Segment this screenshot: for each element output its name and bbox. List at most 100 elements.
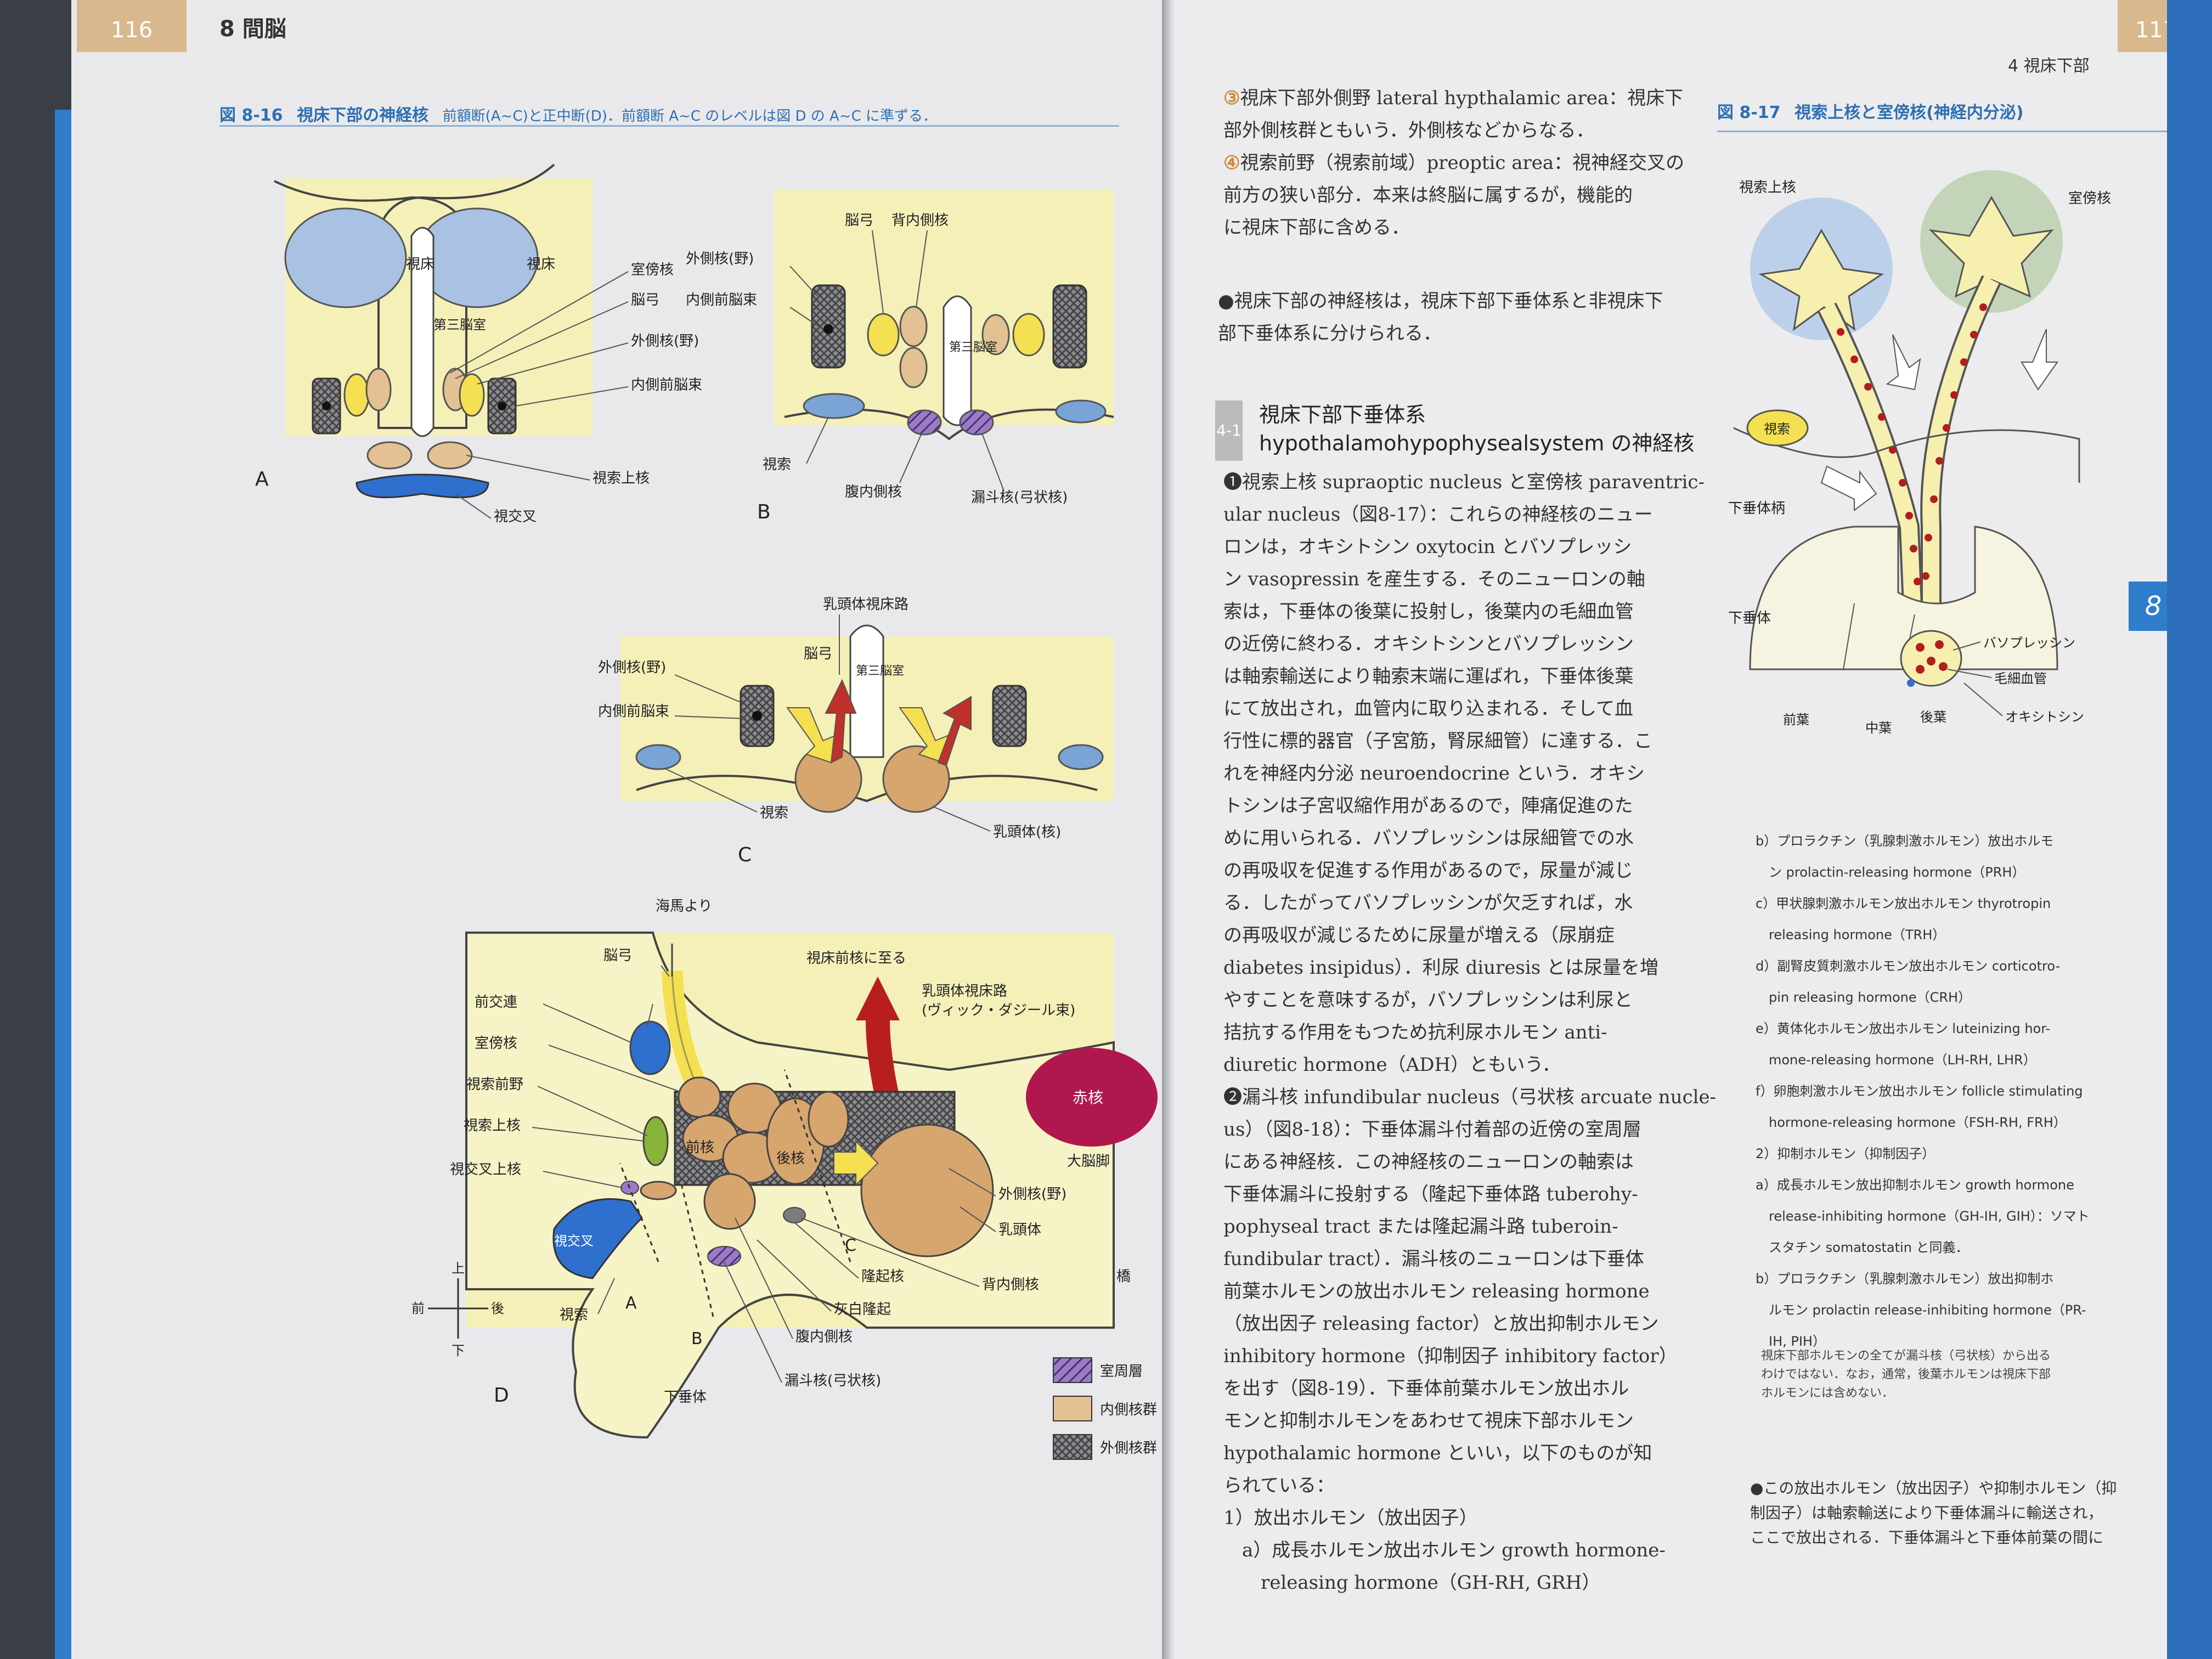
main-text-line: us）（図8-18）：下垂体漏斗付着部の近傍の室周層 [1223,1119,1641,1141]
hormone-list-line: a）成長ホルモン放出抑制ホルモン growth hormone [1756,1177,2074,1193]
main-text-line: を出す（図8-19）．下垂体前葉ホルモン放出ホル [1223,1378,1629,1400]
label-tuber-cinereum: 灰白隆起 [834,1301,891,1318]
label-red-nucleus: 赤核 [1073,1088,1103,1107]
label-paraventricular-d: 室傍核 [475,1035,517,1052]
main-text-line: の再吸収が減じるために尿量が増える（尿崩症 [1223,924,1615,946]
label-mtt-d: 乳頭体視床路 [922,983,1007,1000]
hormone-list-line: mone-releasing hormone（LH-RH, LHR） [1756,1052,2036,1068]
label-mammillary-c: 乳頭体(核) [993,824,1061,840]
figure-rule [219,125,1119,127]
hormone-list: b）プロラクチン（乳腺刺激ホルモン）放出ホルモ ン prolactin-rele… [1756,826,2183,1357]
label-infundibular-d: 漏斗核(弓状核) [785,1373,881,1389]
legend-periventricular: 室周層 [1100,1363,1143,1380]
label-supraoptic-a: 視索上核 [592,470,650,487]
main-text-line: る．したがってバソプレッシンが欠乏すれば，水 [1223,892,1633,914]
hormone-list-line: ン prolactin-releasing hormone（PRH） [1756,865,2025,880]
cut-c: C [845,1236,856,1255]
figure-name: 視床下部の神経核 [297,106,429,125]
hormone-list-line: hormone-releasing hormone（FSH-RH, FRH） [1756,1115,2067,1130]
label-ventromedial-b: 腹内側核 [845,484,902,500]
orientation-compass: 上 下 前 後 [411,1261,504,1358]
label-lateral-b: 外側核(野) [686,251,754,267]
footnote-line: 視床下部ホルモンの全てが漏斗核（弓状核）から出る [1761,1349,2051,1363]
bullet-1-line2: 部下垂体系に分けられる． [1218,323,1442,345]
hormone-list-line: b）プロラクチン（乳腺刺激ホルモン）放出抑制ホ [1756,1271,2054,1286]
section-title-jp: 視床下部下垂体系 [1259,403,1426,427]
label-supraoptic-d: 視索上核 [464,1118,521,1134]
label-third-ventricle-a: 第三脳室 [433,317,486,332]
figure-8-17-number: 図 8-17 [1717,103,1781,122]
label-third-ventricle-c: 第三脳室 [856,664,904,678]
label-fornix-a: 脳弓 [631,292,659,308]
hormone-list-line: 2）抑制ホルモン（抑制因子） [1756,1146,1936,1161]
figure-caption: 前額断(A~C)と正中断(D)．前額断 A~C のレベルは図 D の A~C に… [442,108,938,125]
main-text-line: diuretic hormone（ADH）ともいう． [1223,1054,1561,1076]
label-hippocampus: 海馬より [656,898,712,915]
label-chiasm-d: 視交叉 [554,1233,594,1249]
label-to-anterior: 視床前核に至る [806,950,906,967]
label-ant-commissure: 前交連 [475,994,517,1011]
panel-b: 脳弓 背内側核 外側核(野) 内側前脳束 第三脳室 視索 腹内側核 漏斗核(弓状… [686,189,1114,523]
label-suprachiasmatic-d: 視交叉上核 [450,1161,521,1178]
hormone-list-line: e）黄体化ホルモン放出ホルモン luteinizing hor- [1756,1021,2051,1036]
panel-b-letter: B [757,501,771,523]
main-text-line: ン vasopressin を産生する．そのニューロンの軸 [1223,568,1645,590]
legend-medial: 内側核群 [1100,1402,1157,1418]
main-text-line: hypothalamic hormone といい，以下のものが知 [1223,1442,1652,1464]
label-pituitary-fig: 下垂体 [1728,610,1771,627]
left-page: 116 8 間脳 図 8-16 視床下部の神経核 前額断(A~C)と正中断(D)… [71,0,1169,1659]
intro-items: ③視床下部外側野 lateral hypthalamic area：視床下 部外… [1223,82,1772,244]
main-text-line: の近傍に終わる．オキシトシンとバソプレッシン [1223,633,1634,655]
dir-front: 前 [411,1301,425,1316]
figure-8-17-rule [1717,131,2167,132]
label-thalamus-l: 視床 [406,256,435,273]
main-text-line: inhibitory hormone（抑制因子 inhibitory facto… [1223,1345,1678,1367]
figure-title-8-17: 図 8-17 視索上核と室傍核(神経内分泌) [1717,99,2024,123]
hormone-list-line: b）プロラクチン（乳腺刺激ホルモン）放出ホルモ [1756,833,2054,849]
main-text-line: 索は，下垂体の後葉に投射し，後葉内の毛細血管 [1223,601,1634,623]
label-anterior-lobe-fig: 前葉 [1783,712,1809,727]
main-text-line: は軸索輸送により軸索末端に運ばれ，下垂体後葉 [1223,665,1634,687]
footnote-line: わけではない．なお，通常，後葉ホルモンは視床下部 [1761,1368,2051,1381]
footnote-line: ホルモンには含めない． [1761,1386,1894,1400]
label-mammillary-d: 乳頭体 [998,1222,1041,1238]
hormone-list-line: c）甲状腺刺激ホルモン放出ホルモン thyrotropin [1756,896,2051,911]
label-optic-tract-b: 視索 [763,456,791,473]
label-mtt-alt: (ヴィック・ダジール束) [922,1002,1075,1019]
main-text-line: れを神経内分泌 neuroendocrine という．オキシ [1223,763,1645,785]
panel-a: 視床 視床 第三脳室 室傍核 脳弓 外側核(野) 内側前脳束 視索上核 視交叉 … [255,163,702,525]
main-text-line: 拮抗する作用をもつため抗利尿ホルモン anti- [1223,1022,1607,1043]
label-posterior-nucleus: 後核 [776,1150,805,1167]
cut-a: A [625,1294,637,1313]
page-number-left: 116 [77,0,187,52]
label-thalamus-r: 視床 [527,256,555,273]
label-optic-tract-c: 視索 [760,805,788,821]
label-optic-fig: 視索 [1764,421,1790,437]
section-title-en: hypothalamohypophysealsystem の神経核 [1259,431,1695,455]
intro-item-4-line3: に視床下部に含める． [1223,217,1410,239]
label-paraventricular-a: 室傍核 [631,262,674,278]
main-text-line: めに用いられる．バソプレッシンは尿細管での水 [1223,827,1634,849]
main-text-line: fundibular tract）．漏斗核のニューロンは下垂体 [1223,1248,1644,1270]
intro-item-3-line2: 部外側核群ともいう．外側核などからなる． [1223,120,1595,142]
bullet-2-line: ここで放出される．下垂体漏斗と下垂体前葉の間に [1750,1528,2104,1547]
main-text-line: の再吸収を促進する作用があるので，尿量が減じ [1223,860,1633,882]
main-text-line: diabetes insipidus）．利尿 diuresis とは尿量を増 [1223,957,1658,979]
cut-b: B [691,1329,703,1348]
panel-a-letter: A [255,468,269,490]
main-text-line: られている： [1223,1475,1335,1497]
label-mfb-c: 内側前脳束 [598,703,669,720]
label-dorsomedial-b: 背内側核 [891,212,949,229]
section-number: 4-1 [1215,400,1243,461]
panel-d: 海馬より 視床前核に至る 乳頭体視床路 (ヴィック・ダジール束) 脳弓 前交連 … [411,898,1158,1439]
label-infundibular-b: 漏斗核(弓状核) [971,489,1068,506]
main-text-line: ular nucleus（図8-17）：これらの神経核のニュー [1223,504,1653,526]
label-capillary-fig: 毛細血管 [1994,671,2047,686]
main-text-line: 1）放出ホルモン（放出因子） [1223,1507,1478,1529]
label-dorsomedial-d: 背内側核 [982,1277,1039,1293]
bullet-2-line: 制因子）は軸索輸送により下垂体漏斗に輸送され， [1750,1504,2103,1522]
bullet-2-line: ●この放出ホルモン（放出因子）や抑制ホルモン（抑 [1750,1479,2117,1497]
label-tuberal: 隆起核 [861,1268,904,1285]
running-head: 4 視床下部 [2008,57,2090,76]
legend-swatch-periventricular [1053,1357,1092,1383]
